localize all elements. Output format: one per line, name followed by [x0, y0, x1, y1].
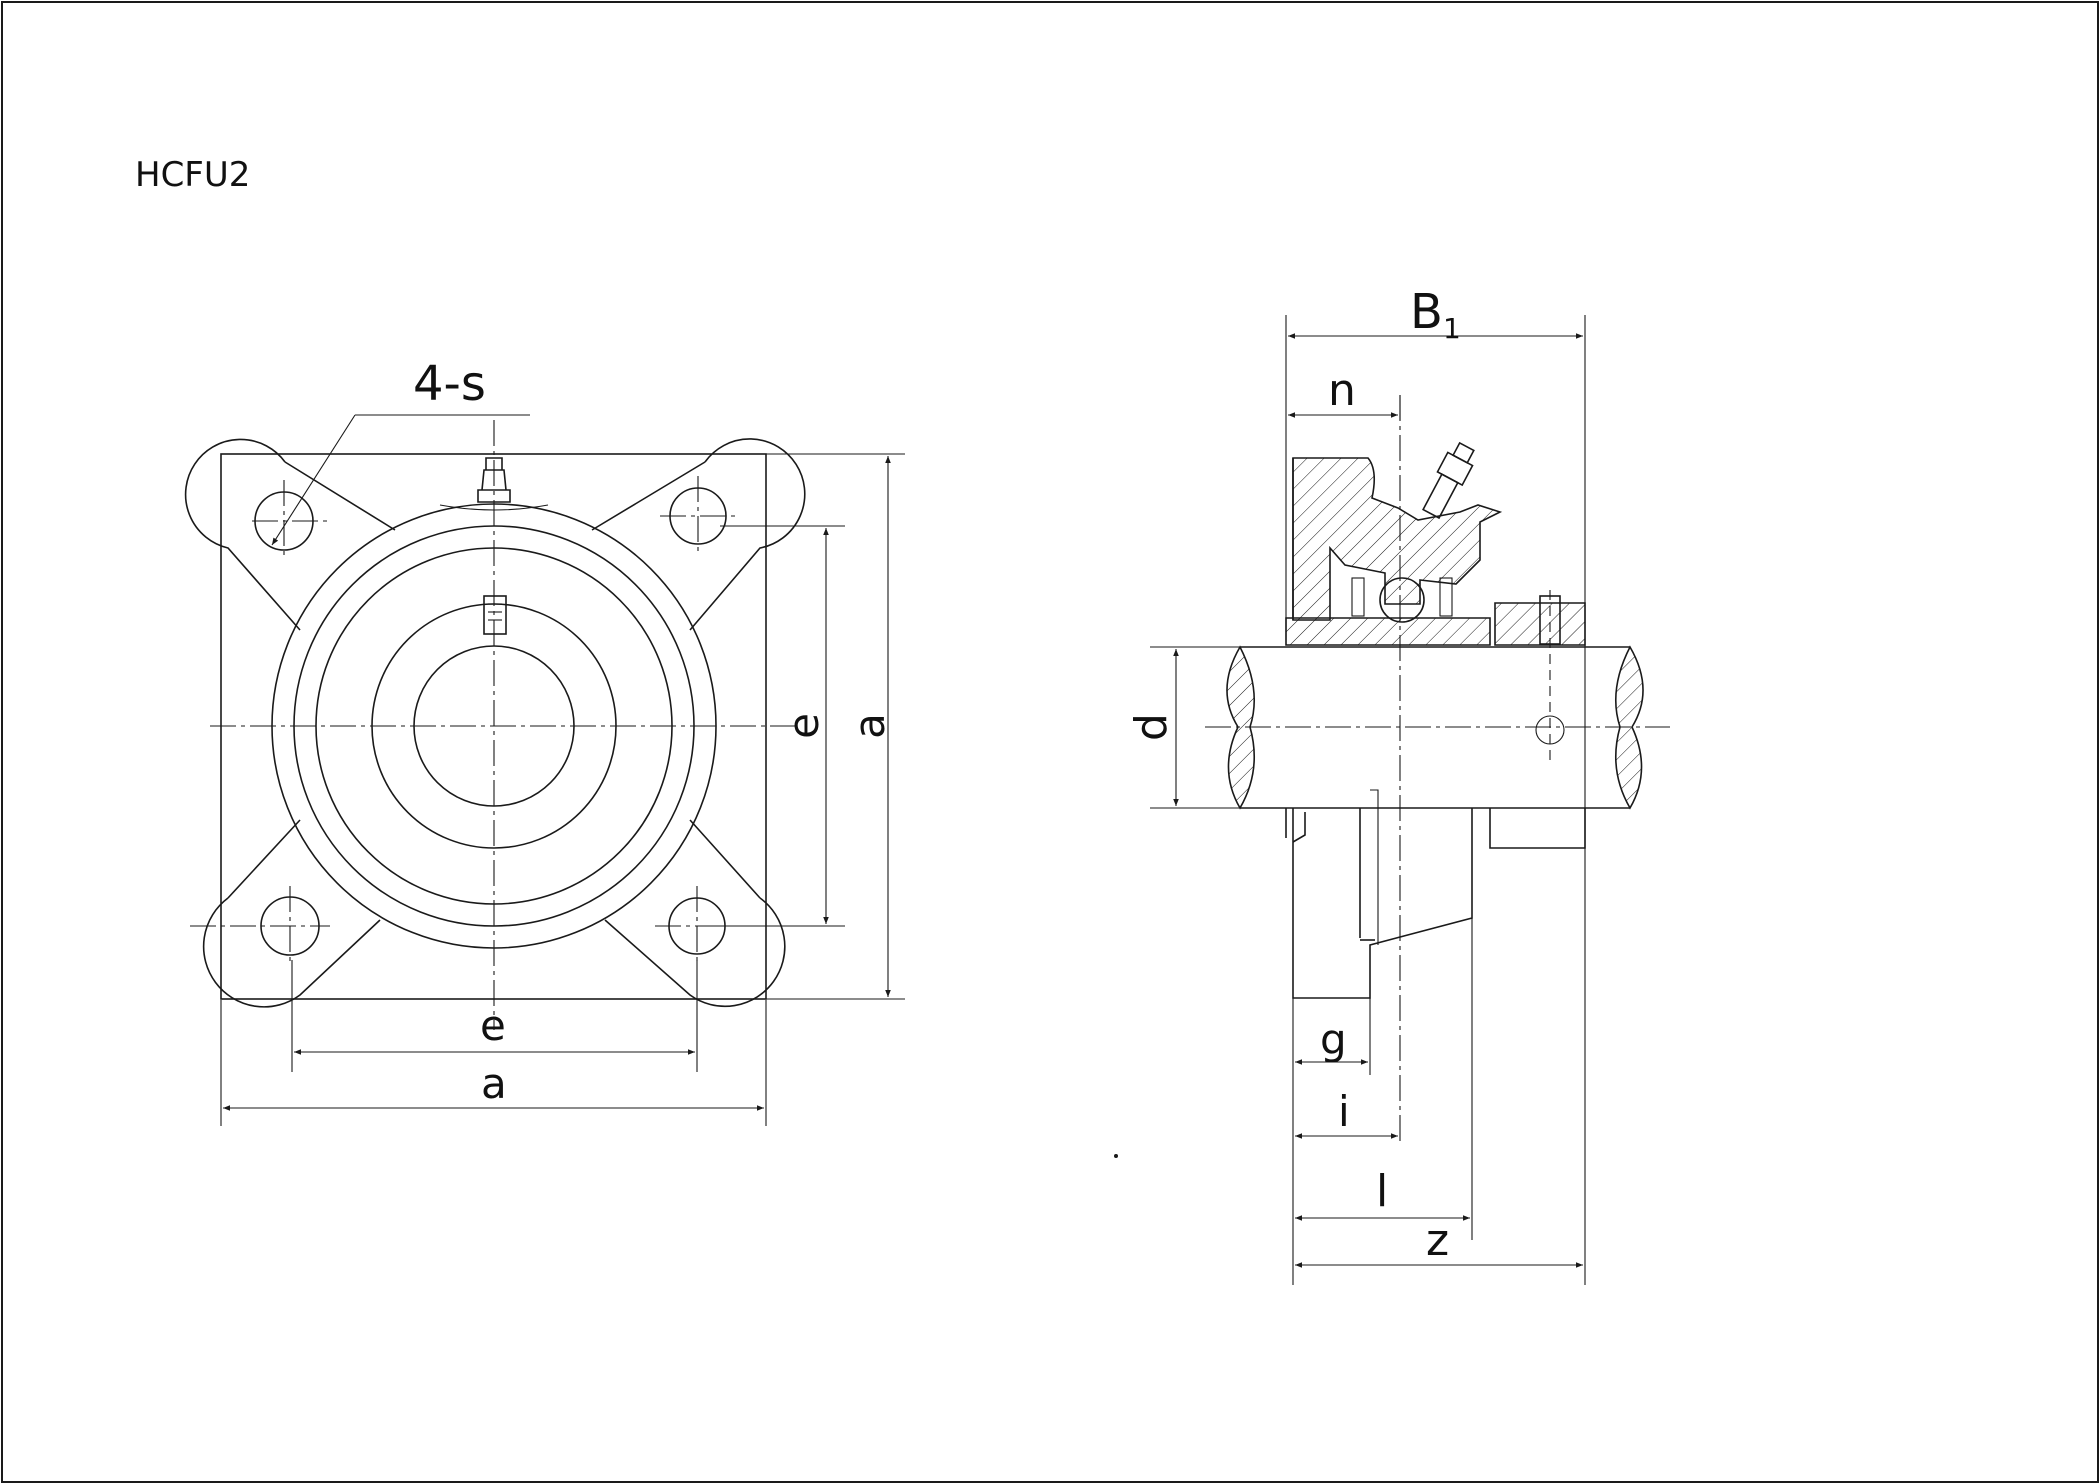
- shaft: [1240, 646, 1630, 809]
- hole-callout-label: 4-s: [413, 356, 486, 412]
- housing-section-upper: [1292, 457, 1503, 621]
- ball: [1379, 577, 1425, 623]
- dim-e-v-label: e: [779, 713, 828, 739]
- dim-g-label: g: [1320, 1015, 1347, 1064]
- stray-dot: [1114, 1154, 1118, 1158]
- seal-left: [1351, 577, 1365, 617]
- corner-boss-tl: [184, 438, 396, 631]
- front-view: 4-s e a e a: [184, 356, 905, 1126]
- dim-z-label: z: [1426, 1215, 1449, 1266]
- dim-i-label: i: [1338, 1087, 1350, 1136]
- seal-right: [1439, 577, 1453, 617]
- inner-ring-section: [1285, 617, 1491, 646]
- dim-d-label: d: [1126, 713, 1177, 741]
- grease-nipple-side: [1422, 441, 1475, 520]
- dim-a-h-label: a: [481, 1059, 507, 1108]
- dim-n-label: n: [1328, 365, 1356, 416]
- dim-B1-label: B1: [1410, 284, 1461, 345]
- dim-a-v-label: a: [845, 713, 894, 739]
- set-screw-front: [483, 595, 507, 635]
- collar-lower: [1489, 808, 1586, 849]
- housing-lower: [1292, 808, 1473, 999]
- dim-e-h-label: e: [480, 1001, 506, 1050]
- side-view: B1 n d g i l z: [1126, 284, 1670, 1285]
- dim-l-label: l: [1376, 1166, 1388, 1217]
- drawing-title: HCFU2: [135, 155, 250, 195]
- corner-boss-br: [604, 819, 786, 1008]
